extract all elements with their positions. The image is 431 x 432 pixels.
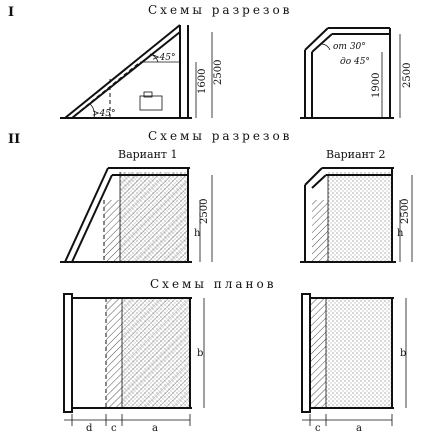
storage-zone-hatch xyxy=(104,200,120,262)
dim-a: a xyxy=(152,423,158,432)
dim-h: h xyxy=(397,228,404,239)
variant-1-label: Вариант 1 xyxy=(118,148,178,161)
roof-short-slope xyxy=(304,27,329,51)
dim-2500: 2500 xyxy=(213,60,224,85)
section-II-numeral: II xyxy=(8,132,20,147)
dim-2500: 2500 xyxy=(400,199,411,224)
roof-inner xyxy=(311,174,327,189)
plan-wall-left xyxy=(63,293,73,413)
dim-1900: 1900 xyxy=(371,73,382,98)
bed-furniture xyxy=(139,95,163,111)
roof-inner-slope xyxy=(311,33,333,53)
angle-label-line1: от 30° xyxy=(333,42,366,52)
section-II-title: Схемы разрезов xyxy=(148,129,292,143)
plan-area-hatch xyxy=(122,298,190,408)
dim-h: h xyxy=(194,228,201,239)
dim-2500: 2500 xyxy=(199,199,210,224)
angle-label-upper: >45° xyxy=(152,53,176,63)
plan-storage-hatch xyxy=(310,298,326,408)
dim-d: d xyxy=(86,423,93,432)
variant-1-drawing: h 2500 xyxy=(60,167,213,263)
plan-1-drawing: b d c a xyxy=(63,293,205,432)
section-I-right-drawing: от 30° до 45° 1900 2500 xyxy=(300,27,413,119)
plan-area-dots xyxy=(326,298,392,408)
plans-title: Схемы планов xyxy=(150,277,277,291)
roof-inner xyxy=(71,174,113,263)
roof-inner-line xyxy=(71,31,181,119)
dim-2500: 2500 xyxy=(402,63,413,88)
storage-zone-hatch xyxy=(312,200,328,262)
dim-a: a xyxy=(356,423,362,432)
section-I-numeral: I xyxy=(8,5,14,20)
angle-arc-lower xyxy=(89,103,95,119)
variant-2-drawing: h 2500 xyxy=(300,167,413,263)
plan-wall-left xyxy=(301,293,311,413)
floor-area-hatch xyxy=(120,172,188,262)
floor-area-dots xyxy=(328,172,392,262)
dim-b: b xyxy=(197,348,203,359)
plan-storage-hatch xyxy=(106,298,122,408)
roof-slope-line xyxy=(64,24,181,119)
angle-arc xyxy=(321,43,331,51)
section-I-title: Схемы разрезов xyxy=(148,3,292,17)
angle-arc-upper xyxy=(149,53,159,63)
dim-c: c xyxy=(315,423,321,432)
roof-slope xyxy=(64,167,109,263)
angle-label-lower: >45° xyxy=(92,109,116,119)
pillow xyxy=(143,91,153,98)
variant-2-label: Вариант 2 xyxy=(326,148,386,161)
dim-b: b xyxy=(400,348,406,359)
dim-1600: 1600 xyxy=(197,69,208,94)
dim-c: c xyxy=(111,423,117,432)
plan-2-drawing: b c a xyxy=(301,293,406,432)
angle-label-line2: до 45° xyxy=(340,57,370,67)
roof-short-slope xyxy=(304,167,323,186)
section-I-left-drawing: >45° >45° 1600 2500 xyxy=(60,24,224,119)
